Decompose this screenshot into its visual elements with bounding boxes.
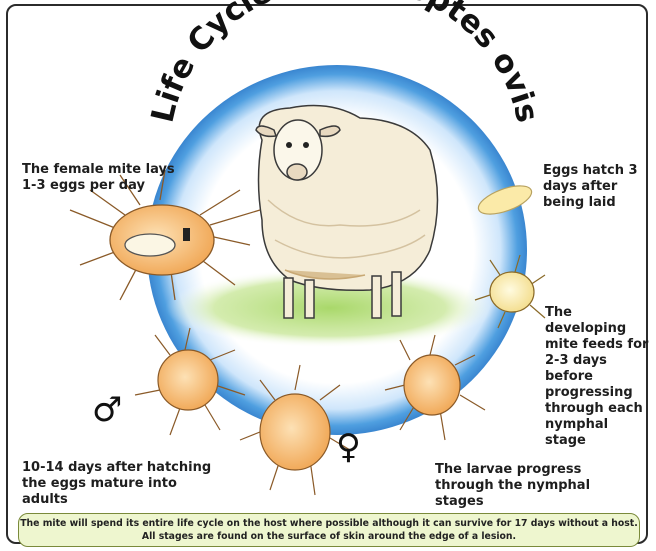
label-female-lays-eggs: The female mite lays 1-3 eggs per day	[22, 162, 212, 194]
footer-line-1: The mite will spend its entire life cycl…	[19, 517, 639, 530]
footer-line-2: All stages are found on the surface of s…	[19, 530, 639, 543]
label-mature-adults: 10-14 days after hatching the eggs matur…	[22, 460, 222, 508]
footer-note: The mite will spend its entire life cycl…	[18, 513, 640, 547]
male-symbol-icon: ♂	[92, 393, 122, 427]
label-eggs-hatch: Eggs hatch 3 days after being laid	[543, 163, 643, 211]
female-symbol-icon: ♀	[336, 430, 361, 464]
label-developing-mite: The developing mite feeds for 2-3 days b…	[545, 305, 650, 449]
label-larvae-progress: The larvae progress through the nymphal …	[435, 462, 635, 510]
